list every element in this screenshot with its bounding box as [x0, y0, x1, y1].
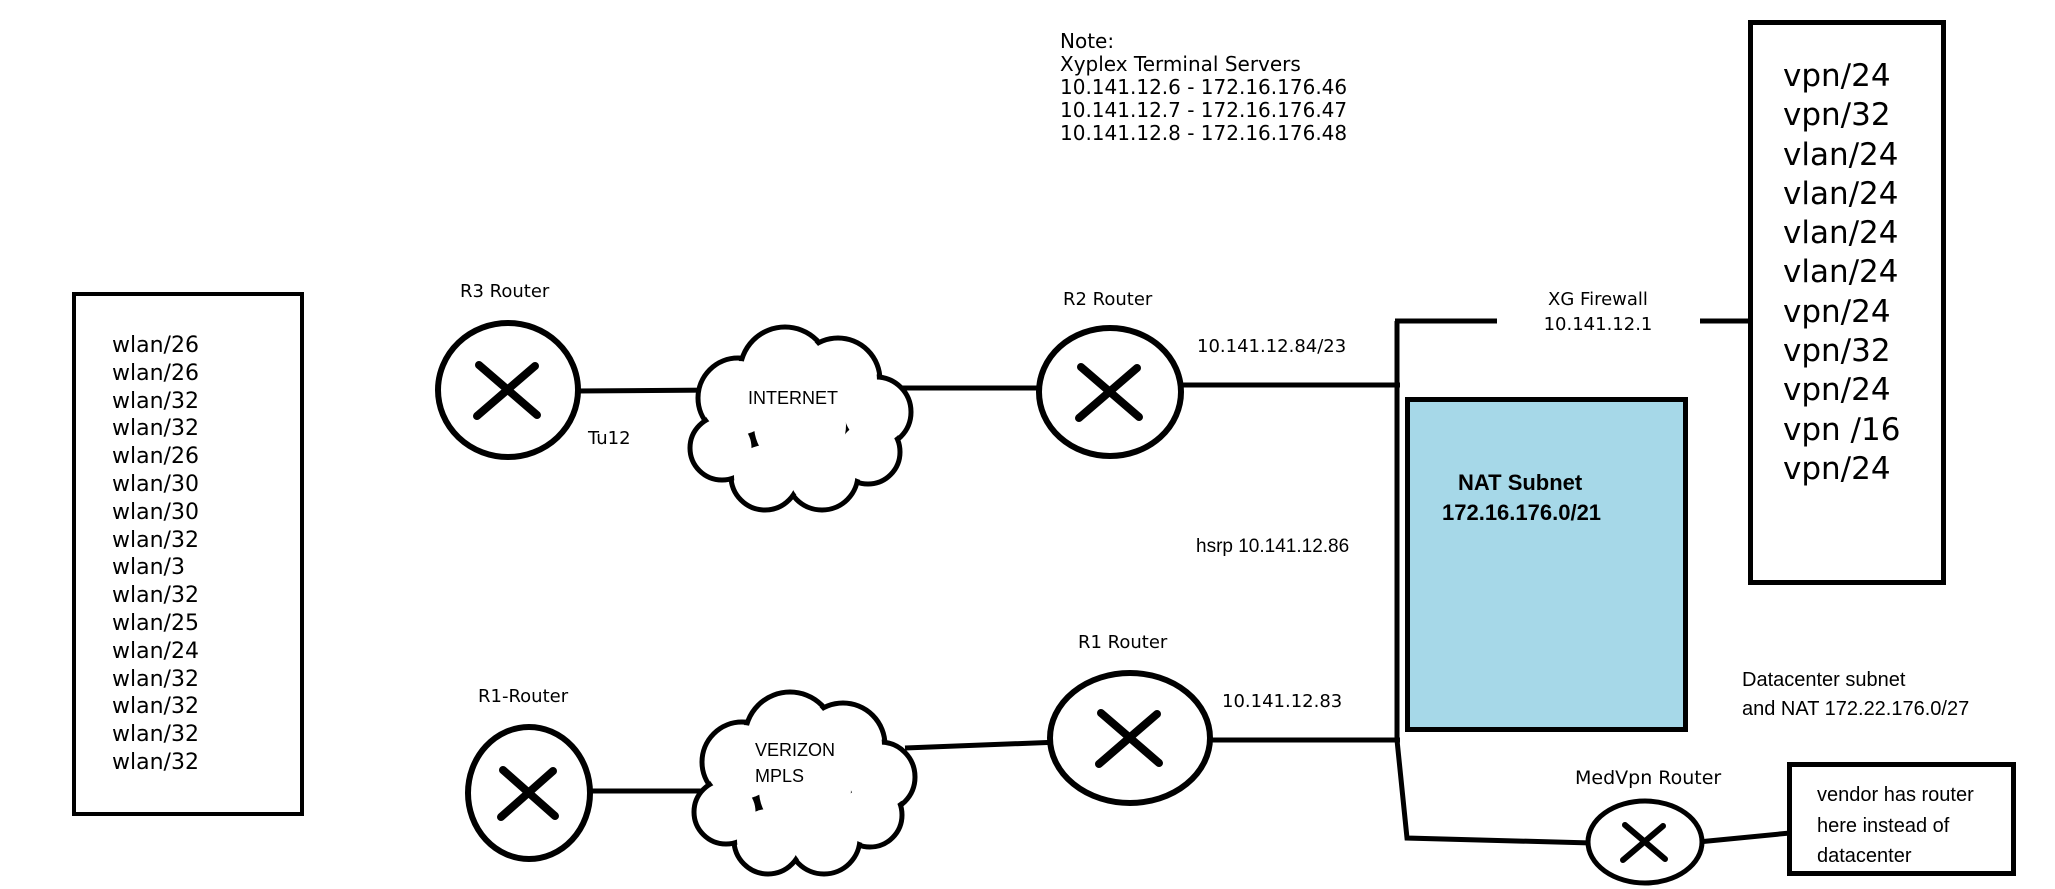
- wlan-subnet-item: wlan/32: [112, 749, 199, 775]
- wlan-subnet-item: wlan/32: [112, 388, 199, 414]
- wlan-subnet-item: wlan/26: [112, 444, 199, 470]
- r1-bottom-router-label: R1-Router: [478, 686, 569, 707]
- nat-subnet-cidr: 172.16.176.0/21: [1442, 500, 1602, 525]
- datacenter-note: Datacenter subnet and NAT 172.22.176.0/2…: [1742, 666, 1969, 724]
- mpls-cloud-label-line1: VERIZON: [755, 740, 836, 760]
- r3-x-icon: [473, 361, 541, 420]
- vpn-subnet-item: vlan/24: [1783, 254, 1899, 291]
- r1-router-node: [1047, 670, 1213, 806]
- hsrp-label: hsrp 10.141.12.86: [1196, 536, 1350, 557]
- note-subtitle: Xyplex Terminal Servers: [1060, 52, 1301, 76]
- wlan-subnet-item: wlan/30: [112, 471, 199, 497]
- note-title: Note:: [1060, 29, 1115, 53]
- r1-x-icon: [1095, 709, 1163, 768]
- vpn-subnet-item: vpn/24: [1783, 450, 1891, 487]
- internet-cloud-label: INTERNET: [748, 388, 838, 408]
- vpn-subnet-item: vlan/24: [1783, 175, 1899, 212]
- r2-router-label: R2 Router: [1063, 289, 1153, 310]
- link-medvpn-vendor: [1697, 830, 1791, 845]
- r2-ip-label: 10.141.12.84/23: [1197, 336, 1347, 357]
- medvpn-x-icon: [1620, 822, 1668, 863]
- medvpn-router-node: [1585, 798, 1705, 886]
- wlan-subnet-item: wlan/30: [112, 499, 199, 525]
- wlan-subnet-item: wlan/32: [112, 416, 199, 442]
- vpn-subnet-item: vpn/24: [1783, 58, 1891, 94]
- r2-router-node: [1036, 325, 1184, 459]
- connection-lines: [574, 318, 1791, 846]
- vpn-subnet-item: vpn/24: [1783, 293, 1891, 330]
- wlan-subnet-item: wlan/32: [112, 583, 199, 609]
- xg-firewall-label-group: XG Firewall 10.141.12.1: [1498, 287, 1698, 337]
- wlan-subnet-item: wlan/32: [112, 694, 199, 720]
- vpn-subnet-item: vpn /16: [1783, 411, 1901, 448]
- mpls-cloud-label: VERIZON MPLS: [755, 737, 835, 789]
- wlan-subnet-item: wlan/32: [112, 722, 199, 748]
- vendor-note-lines: vendor has router here instead of datacent…: [1792, 767, 2011, 872]
- vendor-note-box: vendor has router here instead of datacent…: [1787, 762, 2016, 876]
- internet-cloud: [687, 324, 914, 513]
- r1-router-label: R1 Router: [1078, 632, 1168, 653]
- mpls-cloud: [691, 689, 918, 877]
- mpls-cloud-label-line2: MPLS: [755, 766, 805, 786]
- nat-subnet-title: NAT Subnet: [1458, 470, 1583, 495]
- note-mapping-item: 10.141.12.8 - 172.16.176.48: [1060, 121, 1348, 145]
- link-trunk-medvpn: [1394, 739, 1593, 846]
- vpn-subnet-item: vpn/24: [1783, 372, 1891, 409]
- wlan-subnet-item: wlan/24: [112, 638, 199, 664]
- vpn-subnet-item: vpn/32: [1783, 97, 1891, 134]
- xg-firewall-ip: 10.141.12.1: [1543, 314, 1653, 335]
- r3-router-node: [435, 320, 581, 460]
- nat-subnet-box: NAT Subnet 172.16.176.0/21: [1405, 397, 1688, 732]
- wlan-subnet-item: wlan/26: [112, 333, 199, 358]
- vendor-note-line: vendor has router: [1817, 784, 1974, 806]
- vendor-note-line: here instead of: [1817, 814, 1950, 837]
- xg-firewall-label: XG Firewall: [1548, 289, 1648, 310]
- note-mapping-item: 10.141.12.6 - 172.16.176.46: [1060, 75, 1348, 99]
- tu12-interface-label: Tu12: [588, 428, 631, 449]
- vendor-note-line: datacenter: [1817, 845, 1912, 867]
- vpn-subnet-item: vlan/24: [1783, 136, 1899, 173]
- datacenter-note-line2: and NAT 172.22.176.0/27: [1742, 698, 1970, 720]
- r2-x-icon: [1075, 363, 1143, 422]
- wlan-subnet-item: wlan/25: [112, 610, 199, 636]
- wlan-subnet-item: wlan/3: [112, 555, 185, 581]
- r1-bottom-x-icon: [497, 766, 559, 821]
- xyplex-note: Note: Xyplex Terminal Servers 10.141.12.…: [1060, 30, 1347, 145]
- vpn-subnet-item: vlan/24: [1783, 215, 1899, 252]
- r1-bottom-router-node: [465, 724, 593, 862]
- wlan-subnet-item: wlan/26: [112, 360, 199, 386]
- r3-router-label: R3 Router: [460, 281, 550, 302]
- datacenter-note-line1: Datacenter subnet: [1742, 669, 1906, 691]
- vpn-subnet-item: vpn/32: [1783, 333, 1891, 370]
- medvpn-router-label: MedVpn Router: [1575, 767, 1722, 789]
- note-mapping-item: 10.141.12.7 - 172.16.176.47: [1060, 98, 1348, 122]
- wlan-subnet-item: wlan/32: [112, 666, 199, 692]
- wlan-subnet-item: wlan/32: [112, 527, 199, 553]
- r1-ip-label: 10.141.12.83: [1222, 691, 1343, 712]
- link-mpls-r1: [904, 739, 1061, 751]
